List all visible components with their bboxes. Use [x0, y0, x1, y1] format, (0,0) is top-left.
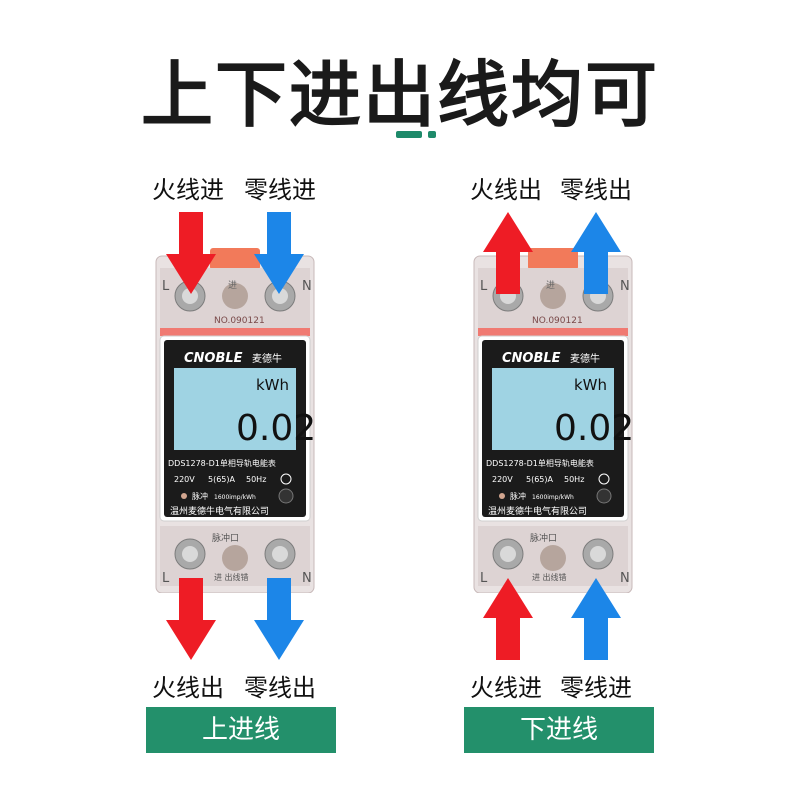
- serial-number: NO.090121: [532, 316, 583, 326]
- terminal-n-bottom: N: [620, 571, 630, 586]
- terminal-n-top: N: [620, 279, 630, 294]
- display-unit: kWh: [574, 376, 607, 394]
- display-reading: 0.02: [554, 408, 634, 449]
- right-top-neutral-label: 零线出: [560, 176, 632, 204]
- top-stamp: 进: [546, 280, 555, 291]
- bottom-inlet-button[interactable]: 下进线: [464, 707, 654, 753]
- voltage-text: 220V: [492, 475, 513, 484]
- title-accent-dot: [428, 131, 436, 138]
- terminal-l-top: L: [480, 279, 488, 294]
- left-top-live-label: 火线进: [152, 176, 224, 204]
- brand-name-cn: 麦德牛: [252, 352, 282, 365]
- pulse-label: 脉冲: [192, 491, 208, 501]
- brand-name: CNOBLE: [502, 351, 561, 366]
- page-title: 上下进出线均可: [140, 53, 659, 137]
- left-live-in-arrow: [166, 212, 216, 294]
- meter-illustration: L N 进 NO.090121 CNOBLE 麦德牛 kWh 0.02 DDS1…: [473, 248, 634, 594]
- model-text: DDS1278-D1单相导轨电能表: [168, 458, 276, 468]
- right-live-out-arrow: [483, 212, 533, 294]
- left-live-out-arrow: [166, 578, 216, 660]
- energy-meter-left: L N 进 NO.090121 CNOBLE 麦德牛 kWh 0.02 DDS1…: [152, 248, 318, 594]
- brand-name-cn: 麦德牛: [570, 352, 600, 365]
- voltage-text: 220V: [174, 475, 195, 484]
- bottom-stamp-pulse: 脉冲口: [212, 532, 239, 544]
- terminal-n-bottom: N: [302, 571, 312, 586]
- bottom-stamp-wiring: 进 出线错: [532, 572, 567, 582]
- left-bottom-live-label: 火线出: [152, 674, 224, 702]
- bottom-stamp-pulse: 脉冲口: [530, 532, 557, 544]
- left-top-neutral-label: 零线进: [244, 176, 316, 204]
- pulse-label: 脉冲: [510, 491, 526, 501]
- serial-number: NO.090121: [214, 316, 265, 326]
- left-neutral-in-arrow: [254, 212, 304, 294]
- pulse-rate: 1600imp/kWh: [532, 494, 574, 501]
- right-neutral-in-arrow: [571, 578, 621, 660]
- energy-meter-right: L N 进 NO.090121 CNOBLE 麦德牛 kWh 0.02 DDS1…: [470, 248, 636, 594]
- right-live-in-arrow: [483, 578, 533, 660]
- terminal-l-top: L: [162, 279, 170, 294]
- meter-illustration: L N 进 NO.090121 CNOBLE 麦德牛 kWh 0.02 DDS1…: [155, 248, 316, 594]
- display-unit: kWh: [256, 376, 289, 394]
- company-name: 温州麦德牛电气有限公司: [170, 505, 269, 517]
- top-inlet-button[interactable]: 上进线: [146, 707, 336, 753]
- terminal-n-top: N: [302, 279, 312, 294]
- model-text: DDS1278-D1单相导轨电能表: [486, 458, 594, 468]
- right-neutral-out-arrow: [571, 212, 621, 294]
- frequency-text: 50Hz: [246, 475, 266, 484]
- terminal-l-bottom: L: [480, 571, 488, 586]
- terminal-l-bottom: L: [162, 571, 170, 586]
- current-text: 5(65)A: [208, 475, 236, 484]
- right-top-live-label: 火线出: [470, 176, 542, 204]
- right-bottom-live-label: 火线进: [470, 674, 542, 702]
- left-neutral-out-arrow: [254, 578, 304, 660]
- display-reading: 0.02: [236, 408, 316, 449]
- bottom-stamp-wiring: 进 出线错: [214, 572, 249, 582]
- frequency-text: 50Hz: [564, 475, 584, 484]
- pulse-rate: 1600imp/kWh: [214, 494, 256, 501]
- current-text: 5(65)A: [526, 475, 554, 484]
- right-bottom-neutral-label: 零线进: [560, 674, 632, 702]
- company-name: 温州麦德牛电气有限公司: [488, 505, 587, 517]
- brand-name: CNOBLE: [184, 351, 243, 366]
- top-stamp: 进: [228, 280, 237, 291]
- title-accent-bar: [396, 131, 422, 138]
- left-bottom-neutral-label: 零线出: [244, 674, 316, 702]
